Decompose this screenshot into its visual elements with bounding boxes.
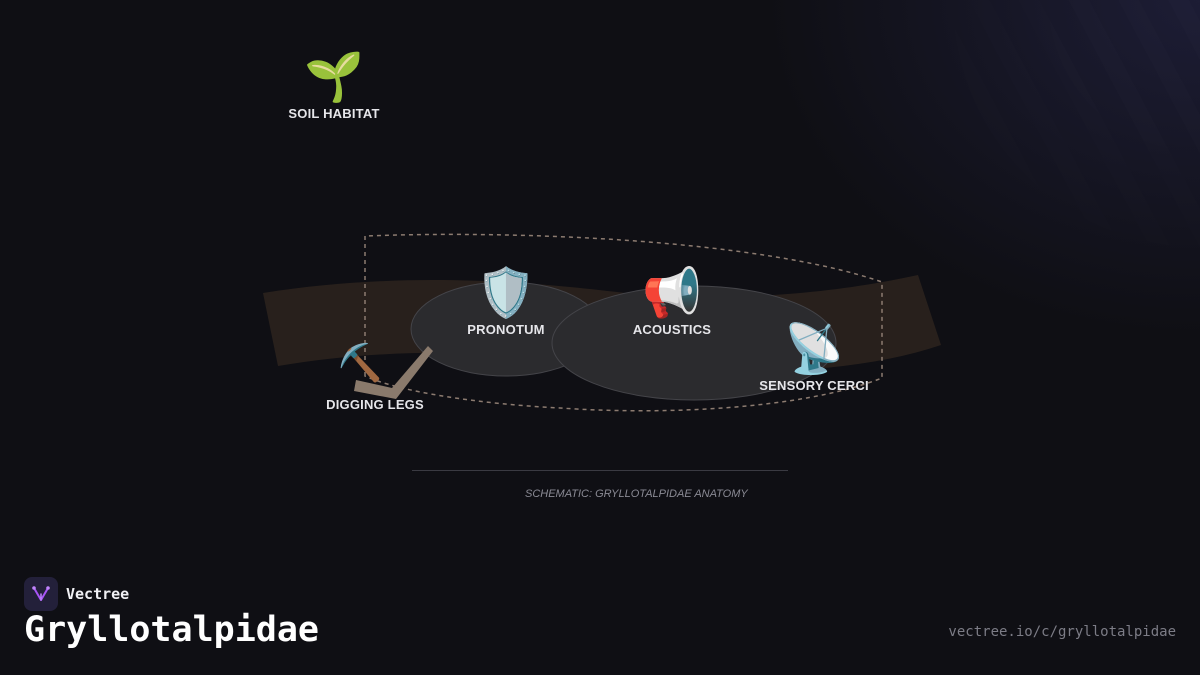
node-label: SENSORY CERCI [759, 378, 869, 393]
node-digging-legs: ⛏️ DIGGING LEGS [326, 342, 424, 413]
seedling-icon: 🌱 [304, 51, 364, 104]
shield-icon: 🛡️ [476, 267, 536, 320]
diagram-caption: SCHEMATIC: GRYLLOTALPIDAE ANATOMY [525, 488, 748, 500]
vectree-logo-icon [24, 577, 58, 611]
node-soil-habitat: 🌱 SOIL HABITAT [288, 51, 380, 122]
node-label: DIGGING LEGS [326, 397, 424, 412]
node-sensory-cerci: 📡 SENSORY CERCI [759, 323, 869, 394]
body-outline-dashed [364, 233, 883, 412]
node-acoustics: 📢 ACOUSTICS [632, 267, 712, 338]
page-title: Gryllotalpidae [24, 610, 320, 650]
satellite-antenna-icon: 📡 [784, 323, 844, 376]
caption-divider [412, 470, 788, 471]
node-label: ACOUSTICS [632, 322, 712, 337]
abdomen-segment [551, 285, 837, 401]
node-label: SOIL HABITAT [288, 106, 380, 121]
brand[interactable]: Vectree [24, 577, 129, 611]
node-pronotum: 🛡️ PRONOTUM [467, 267, 545, 338]
pickaxe-icon: ⛏️ [337, 342, 383, 383]
page-url-link[interactable]: vectree.io/c/gryllotalpidae [948, 624, 1176, 640]
node-label: PRONOTUM [467, 322, 545, 337]
megaphone-icon: 📢 [642, 267, 702, 320]
brand-name: Vectree [66, 585, 130, 603]
digging-leg-shape [354, 346, 433, 399]
